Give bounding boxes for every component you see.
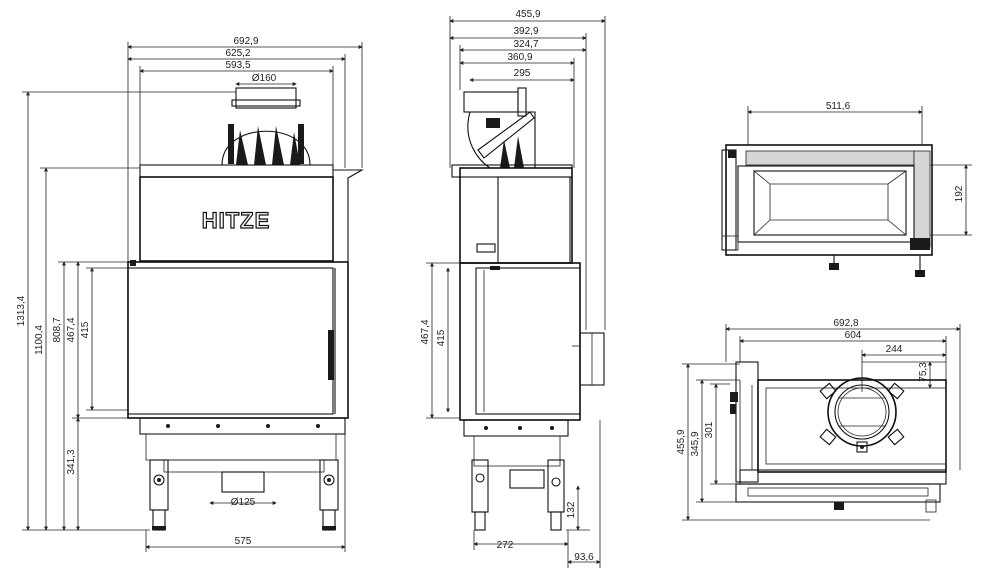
side-plate-label — [476, 243, 496, 253]
front-legs — [149, 459, 339, 531]
dim-side-height-glass: 415 — [436, 329, 447, 346]
section-knob-b — [915, 270, 925, 277]
dim-depth-a: 392,9 — [513, 26, 538, 37]
dim-top-width-a: 604 — [845, 330, 862, 341]
top-flue-ring — [819, 377, 905, 453]
front-top-dimensions: 692,9 625,2 593,5 Ø160 — [127, 36, 363, 262]
side-top-dimensions: 455,9 392,9 324,7 360,9 295 — [449, 9, 606, 330]
brand-logo: HITZE — [202, 208, 271, 233]
dim-depth-d: 295 — [514, 68, 531, 79]
dim-section-depth: 192 — [954, 185, 965, 202]
dim-leg-height: 132 — [566, 501, 577, 518]
air-inlet-spigot — [221, 471, 265, 493]
section-firebox — [753, 170, 907, 236]
front-view: 692,9 625,2 593,5 Ø160 — [16, 36, 365, 552]
front-left-dimensions: 1313,4 1100,4 808,7 467,4 415 341,3 — [16, 91, 236, 531]
front-hood — [139, 176, 334, 262]
dim-height-door: 467,4 — [66, 317, 77, 342]
front-door-glass — [127, 267, 334, 415]
dim-flue-offset-x: 244 — [886, 344, 903, 355]
front-door-frame — [127, 261, 349, 419]
dim-top-depth-b: 301 — [704, 421, 715, 438]
dim-top-depth-total: 455,9 — [676, 429, 687, 454]
dim-flue-offset-y: 75,3 — [918, 362, 929, 382]
dim-front-width-mid: 625,2 — [225, 48, 250, 59]
dim-base-width: 575 — [235, 536, 252, 547]
dim-height-glass: 415 — [80, 321, 91, 338]
flue-collar — [221, 87, 311, 166]
side-left-dimensions: 467,4 415 — [420, 262, 460, 419]
side-view: 455,9 392,9 324,7 360,9 295 — [420, 9, 606, 568]
top-knob — [834, 502, 844, 510]
section-outer — [725, 144, 933, 256]
dim-top-width-total: 692,8 — [833, 318, 858, 329]
front-base-plate — [139, 417, 346, 435]
dim-section-width: 511,6 — [826, 101, 851, 112]
door-handle — [328, 330, 334, 380]
section-knob-a — [829, 263, 839, 270]
dim-depth-total: 455,9 — [515, 9, 540, 20]
dim-height-body: 808,7 — [52, 317, 63, 342]
dim-height-hood: 1100,4 — [34, 325, 45, 355]
side-flue — [463, 87, 536, 169]
dim-depth-b: 324,7 — [513, 39, 538, 50]
dim-air-inlet: Ø125 — [231, 497, 256, 508]
top-view: 692,8 604 244 75,3 — [676, 318, 961, 521]
section-view: 511,6 192 — [721, 101, 972, 277]
dim-side-height-door: 467,4 — [420, 319, 431, 344]
dim-side-offset: 93,6 — [574, 552, 594, 563]
dim-depth-c: 360,9 — [507, 52, 532, 63]
dim-side-base: 272 — [497, 540, 514, 551]
dim-height-total: 1313,4 — [16, 295, 27, 326]
dim-height-legs: 341,3 — [66, 449, 77, 474]
dim-flue-diameter: Ø160 — [252, 73, 277, 84]
dim-front-width-inner: 593,5 — [225, 60, 250, 71]
dim-top-depth-a: 345,9 — [690, 431, 701, 456]
dim-front-width-total: 692,9 — [233, 36, 258, 47]
side-body — [459, 262, 581, 421]
